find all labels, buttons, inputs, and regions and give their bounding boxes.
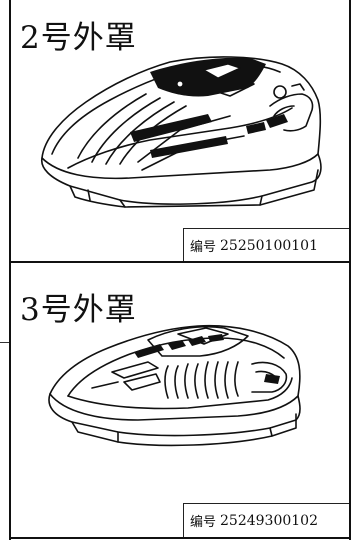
- cover-3-drawing: [48, 324, 301, 447]
- frame-left-border: [9, 0, 11, 540]
- panel-divider: [10, 261, 350, 263]
- item-title: 3号外罩: [20, 292, 137, 328]
- item-code: 25249300102: [220, 512, 318, 529]
- frame-bottom-border: [10, 537, 350, 539]
- item-code: 25250100101: [220, 237, 318, 254]
- item-title: 2号外罩: [20, 20, 137, 56]
- item-code-box: 编号 25250100101: [183, 228, 349, 262]
- cover-2-drawing: [41, 56, 322, 208]
- frame-tick-mark: [0, 342, 9, 343]
- item-code-box: 编号 25249300102: [183, 503, 349, 537]
- item-code-label: 编号: [190, 515, 217, 530]
- item-code-label: 编号: [190, 240, 217, 255]
- frame-right-border: [349, 0, 351, 540]
